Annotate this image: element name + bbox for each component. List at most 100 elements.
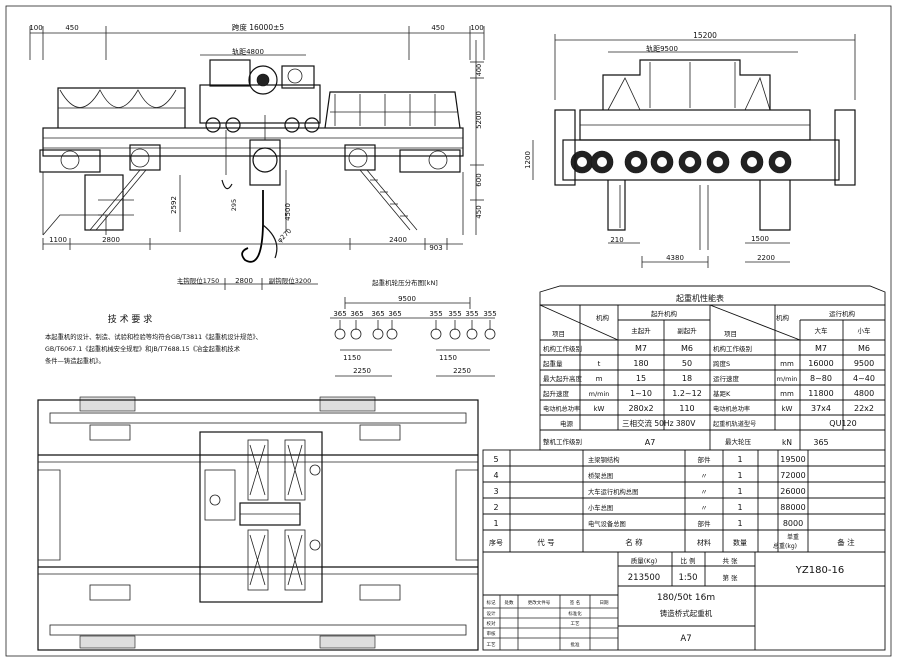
perf-row-2: 起重量 t 180 50 跨度S mm 16000 9500 [543,359,874,368]
dim-trolley-gauge: 轨距4800 [232,47,264,56]
tech-line-1: 本起重机的设计、制造、试验和检验等均符合GB/T3811《起重机设计规范》、 [45,332,262,341]
tb-weight: 213500 [628,573,660,583]
perf-row-label2: 电动机总功率 [713,405,750,413]
perf-power-label: 电源 [560,419,574,428]
perf-row-main: 1~10 [630,389,652,398]
dim-span: 跨度 16000±5 [232,22,285,32]
dim-2400: 2400 [389,236,407,244]
perf-row-unit2: mm [780,390,794,398]
perf-row-crane: M7 [815,344,827,353]
dim-4500: 4500 [284,203,292,221]
side-elevation: 15200 轨距9500 1200 210 1500 4380 [524,31,856,268]
sig-cell: 签 名 [570,599,580,606]
dim-100-right: 100 [470,24,483,32]
perf-hdr-mech: 机构 [596,313,610,322]
parts-name: 大车运行机构总图 [588,487,638,496]
dim-1500: 1500 [751,235,769,243]
perf-row-aux: 1.2~12 [672,389,702,398]
parts-name: 桥架总图 [588,471,613,480]
parts-name: 电气设备总图 [588,519,626,528]
dim-5200: 5200 [475,111,483,129]
sig-cell: 处数 [505,599,514,606]
dim-15200: 15200 [693,31,717,40]
sig-cell: 校对 [487,620,496,627]
perf-rail-label: 起重机轨道型号 [713,420,756,428]
plan-view [37,396,479,651]
perf-hdr-item2: 项目 [724,330,737,338]
wheel-load-8: 355 [483,310,496,318]
wheel-load-1: 365 [333,310,346,318]
parts-qty: 1 [737,503,742,512]
sig-cell: 审核 [487,630,496,637]
parts-qty: 1 [737,519,742,528]
parts-row-4: 4 桥架总图 〃 1 72000 [493,471,805,480]
perf-row-5: 电动机总功率 kW 280x2 110 电动机总功率 kW 37x4 22x2 [543,404,874,413]
perf-row-1: 机构工作级别 M7 M6 机构工作级别 M7 M6 [543,344,870,353]
title-block: 质量(Kg) 比 例 213500 1:50 共 张 第 张 YZ180-16 … [482,551,886,651]
dim-100-left: 100 [29,24,42,32]
wheel-load-2: 365 [350,310,363,318]
perf-row-label: 电动机总功率 [543,405,580,413]
parts-wt: 19500 [780,455,805,464]
sig-cell: 设计 [487,610,496,617]
tb-sheet: 第 张 [722,573,738,582]
perf-wheel-value: 365 [813,438,828,447]
dim-2800b: 2800 [235,277,253,285]
perf-row-unit2: mm [780,360,794,368]
parts-mat: 部件 [698,455,712,464]
wheel-dim-2250: 2250 [353,367,371,375]
perf-row-trolley: 4~40 [853,374,875,383]
dim-hook-aux: 副钩限位3200 [269,276,312,285]
dim-2200: 2200 [757,254,775,262]
perf-row-main: 280x2 [628,404,653,413]
tb-product-name: 铸造桥式起重机 [660,608,713,618]
parts-h-name: 名 称 [625,537,643,547]
tb-scale: 1:50 [678,573,697,583]
wheel-diagram-title: 起重机轮压分布图[kN] [372,278,438,287]
parts-qty: 1 [737,471,742,480]
perf-row-trolley: M6 [858,344,870,353]
parts-mat: 〃 [701,488,708,496]
wheel-dim-1150b: 1150 [439,354,457,362]
perf-title: 起重机性能表 [676,293,724,303]
parts-name: 主梁钢结构 [588,455,619,464]
sig-cell: 标准化 [568,610,582,617]
tech-line-3: 条件—铸造起重机》。 [45,356,105,365]
perf-crane: 大车 [815,326,829,335]
perf-row-crane: 16000 [808,359,833,368]
dim-rail-gauge: 轨距9500 [646,44,678,53]
perf-wheel-label: 最大轮压 [725,437,752,446]
parts-no: 1 [493,519,498,528]
dim-210: 210 [610,236,623,244]
parts-no: 3 [493,487,498,496]
parts-h-no: 序号 [489,538,503,547]
sig-cell: 标记 [487,599,496,606]
perf-row-unit: kW [594,405,605,413]
dim-4380: 4380 [666,254,684,262]
perf-row-aux: 18 [682,374,692,383]
wheel-dim-1150: 1150 [343,354,361,362]
perf-row-label: 机构工作级别 [543,344,582,353]
perf-row-label: 起升速度 [543,389,570,398]
perf-row-unit2: kW [782,405,793,413]
wheel-load-3: 365 [371,310,384,318]
perf-row-3: 最大起升高度 m 15 18 运行速度 m/min 8~80 4~40 [543,374,875,383]
dim-450-left: 450 [65,24,78,32]
perf-row-trolley: 22x2 [854,404,874,413]
perf-row-label2: 基距K [713,389,731,398]
parts-qty: 1 [737,487,742,496]
perf-row-main: 15 [636,374,646,383]
perf-hdr-mech2: 机构 [776,313,790,322]
tb-weight-label: 质量(Kg) [631,556,657,565]
dim-295: 295 [230,199,238,211]
perf-row-4: 起升速度 m/min 1~10 1.2~12 基距K mm 11800 4800 [543,389,874,398]
perf-row-main: M7 [635,344,647,353]
tb-sheets: 共 张 [722,556,738,565]
wheel-dim-9500: 9500 [398,295,416,303]
perf-power-value: 三相交流 50Hz 380V [622,418,696,428]
tb-scale-label: 比 例 [680,556,695,565]
perf-travel-group: 运行机构 [829,309,856,318]
wheel-load-diagram: 起重机轮压分布图[kN] 9500 365 365 365 365 355 35… [330,278,497,377]
parts-no: 4 [493,471,498,480]
sig-cell: 日期 [600,600,609,606]
